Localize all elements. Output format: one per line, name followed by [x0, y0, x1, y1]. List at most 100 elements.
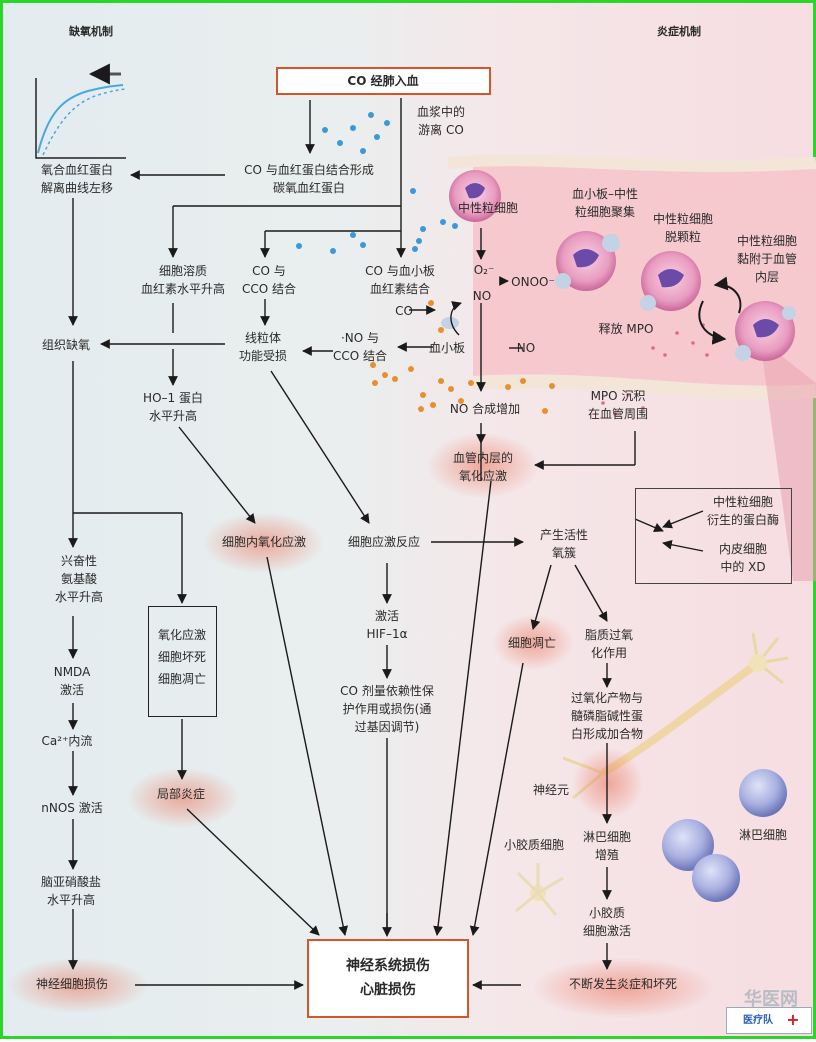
mpo-dot	[601, 401, 605, 405]
logo-subtitle: 医疗队	[743, 1015, 773, 1026]
mpo-dot	[613, 412, 617, 416]
co-dot	[330, 248, 336, 254]
calcium-influx: Ca²⁺内流	[41, 734, 93, 748]
mpo-dot	[626, 393, 630, 397]
arrow-platelet-loop	[450, 301, 462, 336]
label-mpo-deposit: MPO 沉积在血管周围	[587, 389, 649, 421]
xd-label: 内皮细胞中的 XD	[718, 542, 768, 574]
arrow-mito-to-stress	[270, 370, 370, 524]
microglia-activation: 小胶质细胞激活	[582, 906, 632, 938]
diagram-arrows	[35, 63, 742, 990]
nitrite-level: 脑亚硝酸盐水平升高	[40, 875, 102, 907]
label-superoxide: O₂⁻	[473, 263, 495, 277]
necrosis-label: 氧化应激细胞坏死细胞凋亡	[157, 628, 207, 686]
logo-badge	[726, 1007, 812, 1034]
intracellular-oxidative-stress: 细胞内氧化应激	[221, 535, 307, 549]
neutrophil-cell	[449, 170, 501, 222]
co-dot	[412, 246, 418, 252]
arrow-cycle-2	[713, 276, 742, 314]
co-platelet: CO 与血小板血红素结合	[365, 264, 435, 296]
label-no-2: NO	[516, 341, 536, 355]
no-dot	[438, 378, 444, 384]
co-dot	[350, 232, 356, 238]
label-aggregation: 血小板–中性粒细胞聚集	[571, 187, 639, 219]
co-dot	[416, 238, 422, 244]
no-dot	[448, 386, 454, 392]
lymphocyte-label: 淋巴细胞	[738, 828, 788, 842]
no-dot	[382, 372, 388, 378]
arrow-cycle-1	[698, 300, 727, 345]
co-dose-dependent: CO 剂量依赖性保护作用或损伤(通过基因调节)	[340, 684, 434, 734]
lymphocyte-cells	[662, 769, 787, 902]
co-dot	[368, 112, 374, 118]
label-no-increase: NO 合成增加	[449, 402, 521, 416]
adduct-formation: 过氧化产物与髓磷脂碱性蛋白形成加合物	[570, 691, 644, 741]
no-dot	[372, 380, 378, 386]
title-right: 炎症机制	[657, 25, 701, 38]
mpo-dot	[641, 406, 645, 410]
local-inflammation: 局部炎症	[156, 787, 206, 801]
no-dot	[542, 408, 548, 414]
curve-dashed	[42, 88, 126, 156]
neuron-label: 神经元	[532, 783, 570, 797]
curve-shift: 氧合血红蛋白解离曲线左移	[40, 163, 114, 195]
co-dot	[420, 226, 426, 232]
microglia-label: 小胶质细胞	[503, 838, 565, 852]
mito-damage: 线粒体功能受损	[238, 331, 288, 363]
degranulation-cell	[640, 251, 701, 311]
co-into-blood: CO 经肺入血	[347, 74, 419, 88]
final-outcome: 神经系统损伤心脏损伤	[346, 958, 430, 998]
vascular-oxidative-stress: 血管内层的氧化应激	[452, 451, 514, 483]
glow-ongoing	[533, 958, 713, 1018]
carboxyhemoglobin: CO 与血红蛋白结合形成碳氧血红蛋白	[244, 163, 374, 195]
arrow-protease-to-ros	[634, 518, 664, 533]
co-dot	[410, 188, 416, 194]
necrosis-box	[148, 606, 217, 717]
glow-neuron	[573, 748, 643, 818]
label-no: NO	[472, 289, 492, 303]
no-dot	[458, 398, 464, 404]
ho1-level: HO–1 蛋白水平升高	[143, 391, 203, 423]
glow-neuro-injury	[8, 958, 148, 1013]
cell-stress-response: 细胞应激反应	[347, 535, 421, 549]
arrow-ho1-to-intracell	[178, 426, 256, 524]
ros-production: 产生活性氧簇	[539, 528, 589, 560]
mpo-dot	[663, 353, 667, 357]
nnos-activation: nNOS 激活	[41, 801, 103, 815]
co-dot	[452, 223, 458, 229]
platelet-small	[441, 317, 459, 329]
arrow-xd-in	[662, 539, 704, 552]
heme-level: 细胞溶质血红素水平升高	[140, 264, 226, 296]
arrow-intracell-to-final	[266, 556, 349, 936]
co-dot	[322, 127, 328, 133]
ongoing-inflammation: 不断发生炎症和坏死	[568, 977, 678, 991]
top-box	[276, 67, 491, 95]
no-dot	[392, 376, 398, 382]
arrow-protease-in	[662, 510, 704, 529]
no-dot	[520, 378, 526, 384]
co-dot	[374, 134, 380, 140]
no-dot	[468, 380, 474, 386]
glow-intracell	[203, 513, 323, 573]
co-dot	[440, 219, 446, 225]
no-dot	[370, 362, 376, 368]
no-dot	[549, 383, 555, 389]
arrow-apoptosis-to-final	[469, 662, 524, 936]
enzyme-box	[635, 488, 792, 584]
arrow-ros-to-lipid	[574, 564, 608, 622]
vessel-illustration	[441, 154, 816, 916]
mpo-dot	[651, 346, 655, 350]
label-co: CO	[395, 304, 413, 318]
arrow-vascular-to-final	[433, 480, 492, 936]
label-peroxynitrite: ONOO⁻	[511, 275, 555, 289]
adhering-neutrophil	[735, 301, 796, 361]
curve-solid	[37, 84, 124, 154]
no-dot	[408, 366, 414, 372]
co-dot	[360, 242, 366, 248]
arrow-local-to-final	[186, 808, 320, 936]
co-dot	[350, 125, 356, 131]
no-dot	[430, 402, 436, 408]
